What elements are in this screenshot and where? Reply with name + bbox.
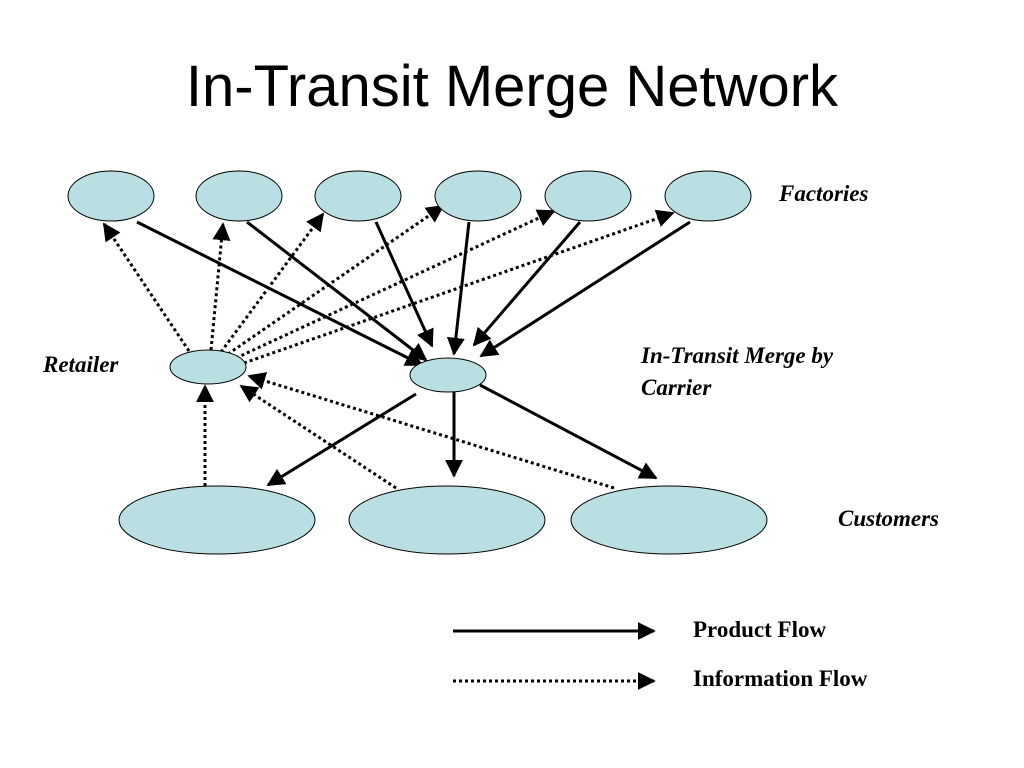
information-flow-lines xyxy=(102,204,675,690)
merge-label: In-Transit Merge by Carrier xyxy=(641,340,833,404)
info-flow-retailer-to-factory6 xyxy=(243,209,675,365)
factory-node-4 xyxy=(434,170,522,222)
info-flow-retailer-to-factory2 xyxy=(209,222,231,351)
product-flow-merge-to-customer3 xyxy=(479,383,658,480)
retailer-label: Retailer xyxy=(43,352,119,377)
page-title: In-Transit Merge Network xyxy=(185,54,839,119)
product-flow-factory5-to-merge xyxy=(472,221,582,347)
info-flow-customer2-to-retailer xyxy=(239,384,397,490)
customers-label: Customers xyxy=(838,506,939,531)
info-flow-retailer-to-factory1 xyxy=(102,222,191,352)
info-flow-retailer-to-factory4 xyxy=(227,204,445,356)
merge-label-line2: Carrier xyxy=(641,375,712,401)
product-flow-factory2-to-merge xyxy=(246,220,428,362)
customer-node-1 xyxy=(118,485,316,555)
legend-product-flow-label: Product Flow xyxy=(693,617,827,642)
customer-nodes xyxy=(118,485,768,555)
merge-label-line1: In-Transit Merge by xyxy=(641,343,834,368)
merge-node xyxy=(409,357,487,393)
factory-nodes xyxy=(67,170,752,222)
product-flow-lines xyxy=(136,220,691,640)
product-flow-merge-to-customer1 xyxy=(266,392,417,487)
info-flow-retailer-to-factory5 xyxy=(235,209,556,360)
retailer-node xyxy=(169,349,247,385)
customer-node-2 xyxy=(348,485,546,555)
product-flow-factory4-to-merge xyxy=(374,221,434,348)
factory-node-1 xyxy=(67,170,155,222)
factory-node-3 xyxy=(314,170,402,222)
factories-label: Factories xyxy=(779,181,869,206)
legend-information-flow-label: Information Flow xyxy=(693,666,868,691)
info-flow-retailer-to-factory3 xyxy=(219,212,325,353)
factory-node-5 xyxy=(544,170,632,222)
factory-node-2 xyxy=(195,170,283,222)
factory-node-6 xyxy=(664,170,752,222)
info-flow-customer3-to-retailer xyxy=(247,372,615,490)
product-flow-factory6-to-merge xyxy=(479,220,691,358)
product-flow-factory1-to-merge xyxy=(136,220,424,367)
customer-node-3 xyxy=(570,485,768,555)
